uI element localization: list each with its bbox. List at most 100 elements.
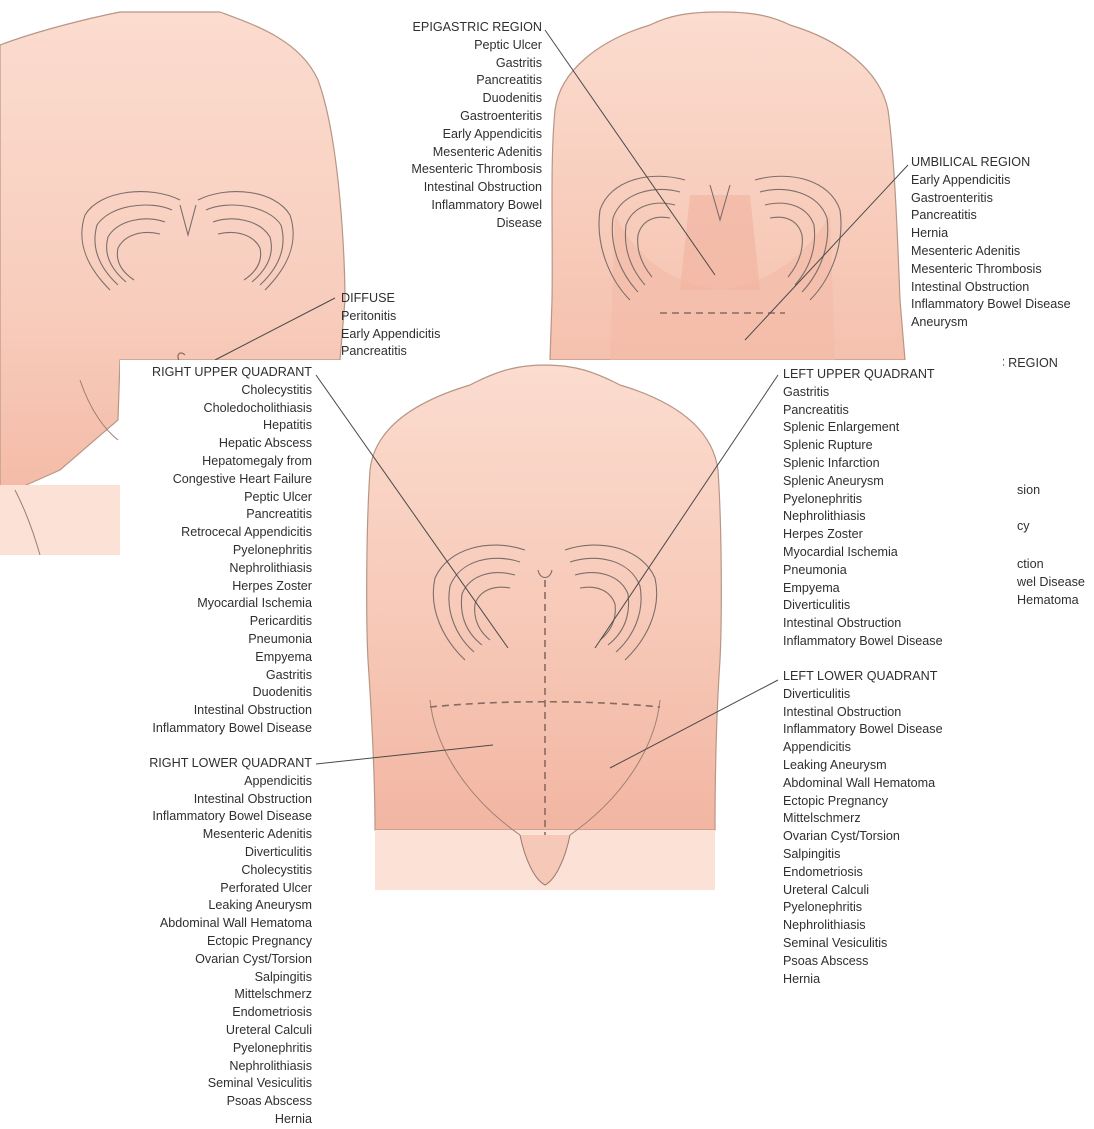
- llq-item: Salpingitis: [783, 846, 943, 864]
- epigastric-item: Mesenteric Adenitis: [411, 144, 542, 162]
- rlq-item: Mittelschmerz: [149, 986, 312, 1004]
- rlq-item: Intestinal Obstruction: [149, 791, 312, 809]
- llq-item: Ureteral Calculi: [783, 882, 943, 900]
- luq-item: Splenic Infarction: [783, 455, 943, 473]
- luq-item: Splenic Enlargement: [783, 419, 943, 437]
- luq-item: Splenic Aneurysm: [783, 473, 943, 491]
- llq-item: Mittelschmerz: [783, 810, 943, 828]
- rlq-item: Ectopic Pregnancy: [149, 933, 312, 951]
- epigastric-item: Inflammatory Bowel: [411, 197, 542, 215]
- rlq-item: Cholecystitis: [149, 862, 312, 880]
- epigastric-heading: EPIGASTRIC REGION: [411, 19, 542, 37]
- hypogastric-partial-item: ction: [1017, 556, 1044, 574]
- llq-heading: LEFT LOWER QUADRANT: [783, 668, 943, 686]
- hypogastric-heading-clip: HYPOGASTRIC REGION: [1003, 352, 1094, 374]
- umbilical-item: Aneurysm: [911, 314, 1071, 332]
- umbilical-item: Early Appendicitis: [911, 172, 1071, 190]
- ruq-item: Inflammatory Bowel Disease: [152, 720, 312, 738]
- umbilical-item: Hernia: [911, 225, 1071, 243]
- luq-item: Myocardial Ischemia: [783, 544, 943, 562]
- label-rlq: RIGHT LOWER QUADRANT Appendicitis Intest…: [149, 755, 312, 1129]
- ruq-item: Pancreatitis: [152, 506, 312, 524]
- epigastric-item: Duodenitis: [411, 90, 542, 108]
- ruq-item: Intestinal Obstruction: [152, 702, 312, 720]
- umbilical-item: Inflammatory Bowel Disease: [911, 296, 1071, 314]
- luq-item: Nephrolithiasis: [783, 508, 943, 526]
- diffuse-item: Peritonitis: [341, 308, 440, 326]
- ruq-item: Nephrolithiasis: [152, 560, 312, 578]
- rlq-item: Nephrolithiasis: [149, 1058, 312, 1076]
- diffuse-item: Early Appendicitis: [341, 326, 440, 344]
- luq-item: Herpes Zoster: [783, 526, 943, 544]
- luq-heading: LEFT UPPER QUADRANT: [783, 366, 943, 384]
- ruq-item: Retrocecal Appendicitis: [152, 524, 312, 542]
- hypogastric-heading: HYPOGASTRIC REGION: [1003, 355, 1058, 373]
- label-epigastric: EPIGASTRIC REGION Peptic Ulcer Gastritis…: [411, 19, 542, 233]
- epigastric-item: Pancreatitis: [411, 72, 542, 90]
- llq-item: Nephrolithiasis: [783, 917, 943, 935]
- llq-item: Endometriosis: [783, 864, 943, 882]
- llq-item: Leaking Aneurysm: [783, 757, 943, 775]
- rlq-item: Appendicitis: [149, 773, 312, 791]
- hypogastric-partial-item: cy: [1017, 518, 1030, 536]
- ruq-item: Cholecystitis: [152, 382, 312, 400]
- epigastric-item: Early Appendicitis: [411, 126, 542, 144]
- hypogastric-partial-item: Hematoma: [1017, 592, 1079, 610]
- rlq-item: Seminal Vesiculitis: [149, 1075, 312, 1093]
- ruq-item: Congestive Heart Failure: [152, 471, 312, 489]
- luq-item: Pyelonephritis: [783, 491, 943, 509]
- epigastric-item: Gastritis: [411, 55, 542, 73]
- llq-item: Pyelonephritis: [783, 899, 943, 917]
- llq-item: Seminal Vesiculitis: [783, 935, 943, 953]
- rlq-item: Ovarian Cyst/Torsion: [149, 951, 312, 969]
- ruq-item: Pericarditis: [152, 613, 312, 631]
- ruq-item: Hepatomegaly from: [152, 453, 312, 471]
- rlq-heading: RIGHT LOWER QUADRANT: [149, 755, 312, 773]
- label-llq: LEFT LOWER QUADRANT Diverticulitis Intes…: [783, 668, 943, 988]
- luq-item: Gastritis: [783, 384, 943, 402]
- ruq-item: Hepatitis: [152, 417, 312, 435]
- llq-item: Intestinal Obstruction: [783, 704, 943, 722]
- ruq-item: Peptic Ulcer: [152, 489, 312, 507]
- umbilical-item: Pancreatitis: [911, 207, 1071, 225]
- umbilical-heading: UMBILICAL REGION: [911, 154, 1071, 172]
- ruq-item: Hepatic Abscess: [152, 435, 312, 453]
- rlq-item: Perforated Ulcer: [149, 880, 312, 898]
- ruq-item: Choledocholithiasis: [152, 400, 312, 418]
- luq-item: Inflammatory Bowel Disease: [783, 633, 943, 651]
- ruq-item: Myocardial Ischemia: [152, 595, 312, 613]
- luq-item: Pancreatitis: [783, 402, 943, 420]
- epigastric-item: Mesenteric Thrombosis: [411, 161, 542, 179]
- llq-item: Hernia: [783, 971, 943, 989]
- rlq-item: Pyelonephritis: [149, 1040, 312, 1058]
- hypogastric-partial-item: wel Disease: [1017, 574, 1085, 592]
- umbilical-item: Intestinal Obstruction: [911, 279, 1071, 297]
- diffuse-heading: DIFFUSE: [341, 290, 440, 308]
- label-diffuse: DIFFUSE Peritonitis Early Appendicitis P…: [341, 290, 440, 361]
- diffuse-item: Pancreatitis: [341, 343, 440, 361]
- llq-item: Ectopic Pregnancy: [783, 793, 943, 811]
- rlq-item: Mesenteric Adenitis: [149, 826, 312, 844]
- ruq-item: Duodenitis: [152, 684, 312, 702]
- llq-item: Ovarian Cyst/Torsion: [783, 828, 943, 846]
- rlq-item: Diverticulitis: [149, 844, 312, 862]
- rlq-item: Ureteral Calculi: [149, 1022, 312, 1040]
- luq-item: Pneumonia: [783, 562, 943, 580]
- llq-item: Inflammatory Bowel Disease: [783, 721, 943, 739]
- luq-item: Empyema: [783, 580, 943, 598]
- rlq-item: Abdominal Wall Hematoma: [149, 915, 312, 933]
- epigastric-item: Disease: [411, 215, 542, 233]
- ruq-item: Pneumonia: [152, 631, 312, 649]
- llq-item: Abdominal Wall Hematoma: [783, 775, 943, 793]
- rlq-item: Psoas Abscess: [149, 1093, 312, 1111]
- epigastric-item: Gastroenteritis: [411, 108, 542, 126]
- epigastric-item: Peptic Ulcer: [411, 37, 542, 55]
- llq-item: Diverticulitis: [783, 686, 943, 704]
- ruq-item: Gastritis: [152, 667, 312, 685]
- ruq-item: Herpes Zoster: [152, 578, 312, 596]
- rlq-item: Leaking Aneurysm: [149, 897, 312, 915]
- label-umbilical: UMBILICAL REGION Early Appendicitis Gast…: [911, 154, 1071, 332]
- luq-item: Splenic Rupture: [783, 437, 943, 455]
- umbilical-item: Mesenteric Thrombosis: [911, 261, 1071, 279]
- rlq-item: Inflammatory Bowel Disease: [149, 808, 312, 826]
